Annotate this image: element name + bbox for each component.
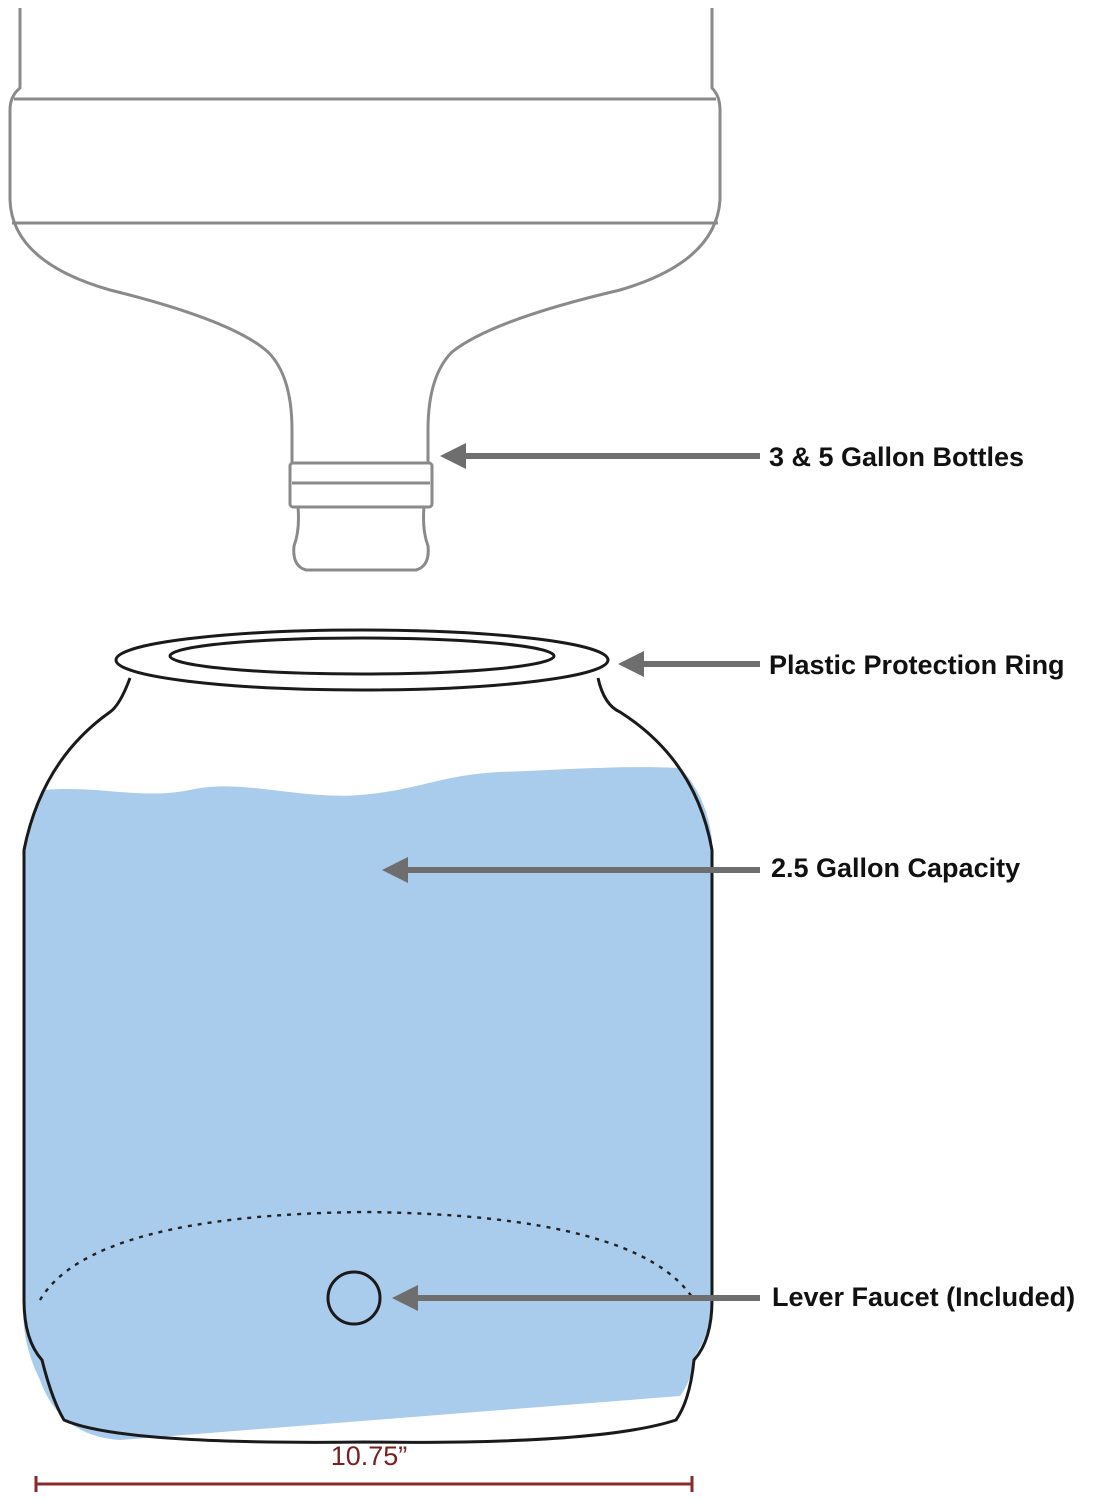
arrow-bottles: [440, 443, 760, 469]
width-dimension: 10.75”: [34, 1441, 694, 1492]
label-protection-ring: Plastic Protection Ring: [769, 650, 1065, 680]
water-fill: [23, 767, 713, 1440]
arrow-capacity: [382, 857, 760, 883]
arrow-faucet: [392, 1285, 760, 1311]
label-capacity: 2.5 Gallon Capacity: [771, 853, 1020, 883]
bottle-cap-collar: [288, 461, 434, 509]
base-dotted-line: [38, 1210, 696, 1301]
bottle-cap-tip: [292, 506, 430, 572]
protection-ring: [114, 628, 610, 692]
callout-arrows: [382, 443, 760, 1311]
water-bottle: [8, 8, 722, 572]
label-bottles: 3 & 5 Gallon Bottles: [769, 442, 1024, 472]
arrow-ring: [618, 651, 760, 677]
bottle-cap: [288, 461, 434, 572]
jar-outline: [22, 677, 714, 1444]
ring-inner: [168, 636, 556, 676]
label-faucet: Lever Faucet (Included): [772, 1282, 1075, 1312]
crock-jar: [22, 628, 714, 1444]
width-dimension-label: 10.75”: [331, 1441, 408, 1471]
faucet-hole-icon: [326, 1270, 382, 1326]
bottle-outline: [8, 8, 722, 463]
